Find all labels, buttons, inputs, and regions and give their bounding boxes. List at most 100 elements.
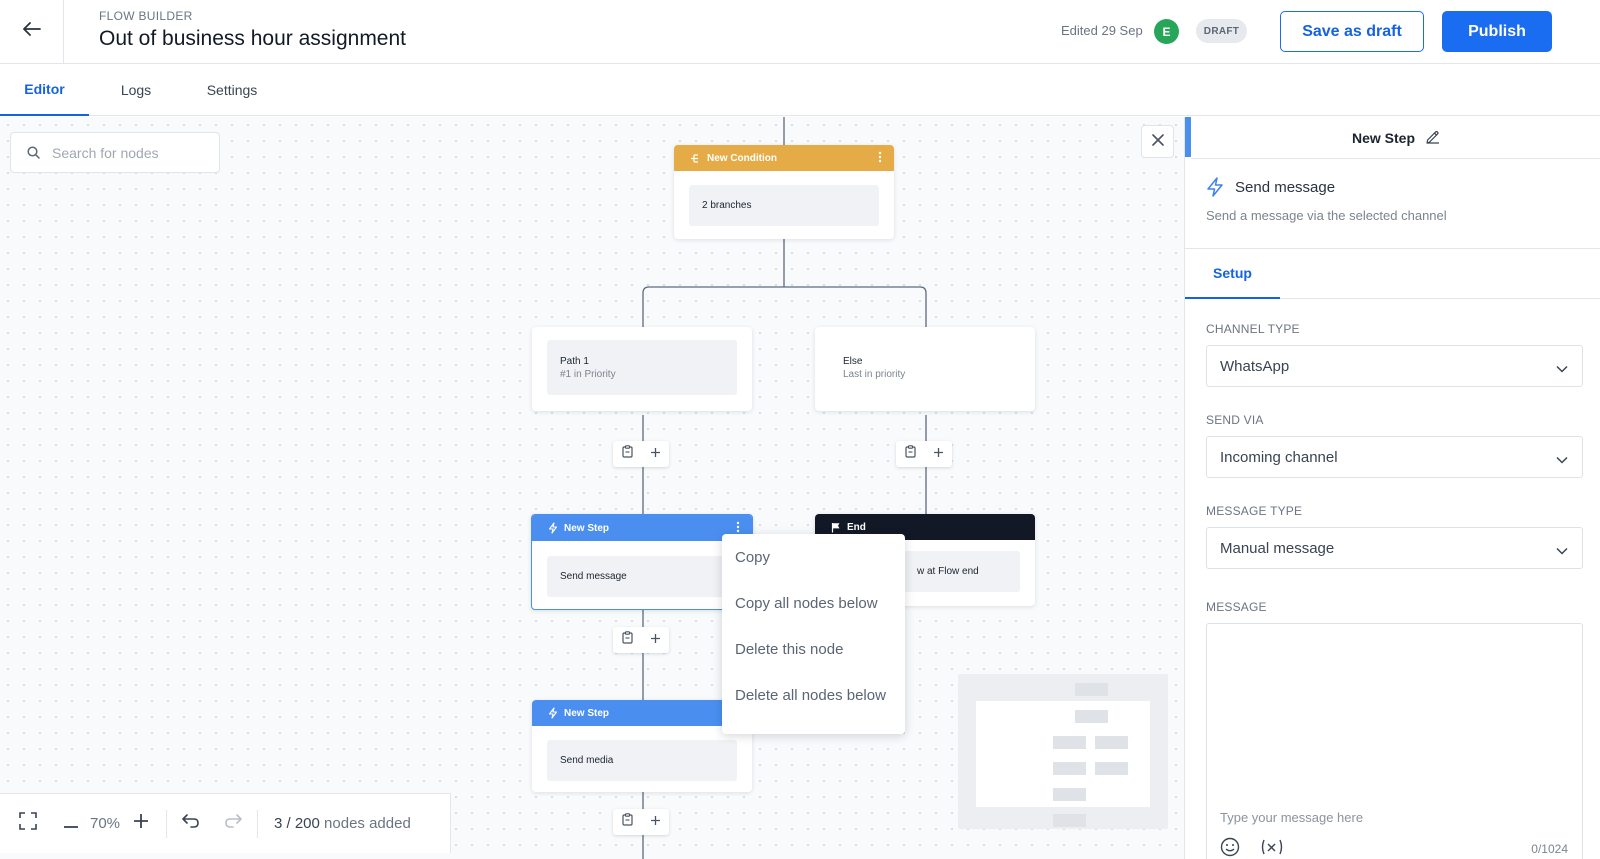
tab-editor[interactable]: Editor [0,64,89,116]
more-vertical-icon[interactable] [736,521,740,536]
minimap-node [1095,762,1128,775]
emoji-icon[interactable] [1220,837,1240,857]
branch-path-1-subtitle: #1 in Priority [560,368,616,380]
send-via-value: Incoming channel [1220,448,1338,466]
branch-else-body: Else Last in priority [830,340,1020,395]
search-input[interactable] [52,144,202,161]
branch-path-1[interactable]: Path 1 #1 in Priority [532,327,752,411]
delete-all-below-menu-item[interactable]: Delete all nodes below [735,686,886,704]
channel-type-value: WhatsApp [1220,357,1290,375]
tab-logs[interactable]: Logs [120,82,152,98]
message-label: MESSAGE [1206,600,1267,614]
page-title: Out of business hour assignment [99,27,407,50]
step-node-header: New Step [532,700,752,726]
step-node-text: Send message [560,571,627,582]
plus-icon [933,445,944,463]
action-title: Send message [1235,179,1336,196]
end-node-text: w at Flow end [917,566,979,577]
paste-node-button[interactable] [613,441,641,467]
variable-icon[interactable] [1260,839,1284,855]
add-node-button[interactable] [641,441,669,467]
clipboard-icon [621,631,633,649]
condition-node-body: 2 branches [689,185,879,226]
step-node-type: New Step [564,707,610,719]
character-counter: 0/1024 [1531,842,1568,856]
paste-node-button[interactable] [613,809,641,835]
copy-menu-item[interactable]: Copy [735,548,771,566]
lightning-icon [1206,177,1224,197]
channel-type-select[interactable]: WhatsApp [1206,345,1583,387]
condition-node-text: 2 branches [702,200,752,211]
plus-icon [134,814,148,833]
node-context-menu: Copy Copy all nodes below Delete this no… [722,534,905,734]
message-textarea[interactable]: Type your message here 0/1024 [1206,623,1583,859]
top-header: FLOW BUILDER Out of business hour assign… [0,0,1600,64]
panel-tabs: Setup [1185,249,1600,299]
minimap-node [1053,736,1086,749]
main-tabs: Editor Logs Settings [0,64,1600,116]
step-node-send-media[interactable]: New Step Send media [532,700,752,792]
plus-icon [650,445,661,463]
paste-node-button[interactable] [896,441,924,467]
node-search[interactable] [10,132,220,173]
message-type-select[interactable]: Manual message [1206,527,1583,569]
status-badge: DRAFT [1196,19,1247,43]
publish-button[interactable]: Publish [1442,11,1552,52]
edited-timestamp: Edited 29 Sep [1061,23,1143,38]
step-node-header: New Step [532,515,752,541]
tab-setup[interactable]: Setup [1185,249,1280,299]
flow-canvas[interactable]: New Condition 2 branches Path 1 #1 in Pr… [0,117,1184,859]
step-node-body: Send media [547,740,737,781]
panel-title: New Step [1351,129,1415,146]
toolbar-divider [257,809,258,838]
branch-else-title: Else [843,355,863,367]
minimap-node [1053,762,1086,775]
minimap[interactable] [958,674,1168,829]
send-via-select[interactable]: Incoming channel [1206,436,1583,478]
add-node-button[interactable] [641,627,669,653]
step-node-text: Send media [560,755,614,766]
branch-icon [690,153,701,164]
flag-icon [831,522,841,533]
zoom-in-button[interactable] [124,794,158,854]
message-type-value: Manual message [1220,539,1335,557]
send-via-label: SEND VIA [1206,413,1264,427]
add-node-button[interactable] [924,441,952,467]
step-node-send-message[interactable]: New Step Send message [531,514,753,610]
zoom-out-button[interactable] [56,794,86,854]
pencil-icon[interactable] [1425,130,1440,145]
undo-button[interactable] [167,794,215,854]
nodes-count-value: 3 / 200 [274,815,320,832]
lightning-icon [548,707,558,719]
add-node-controls [613,809,669,835]
back-button[interactable] [0,0,64,63]
close-icon [1151,133,1164,151]
minimap-node [1053,814,1086,827]
copy-all-below-menu-item[interactable]: Copy all nodes below [735,594,878,612]
avatar[interactable]: E [1154,19,1179,44]
branch-else[interactable]: Else Last in priority [815,327,1035,411]
fullscreen-icon [19,812,37,835]
add-node-controls [896,441,952,467]
tab-settings[interactable]: Settings [206,82,258,98]
add-node-button[interactable] [641,809,669,835]
end-node-type: End [847,521,866,533]
paste-node-button[interactable] [613,627,641,653]
clipboard-icon [904,445,916,463]
condition-node[interactable]: New Condition 2 branches [674,145,894,239]
branch-path-1-title: Path 1 [560,355,589,367]
more-vertical-icon[interactable] [878,151,882,166]
save-draft-button[interactable]: Save as draft [1280,11,1424,52]
redo-button[interactable] [215,794,251,854]
fit-view-button[interactable] [0,794,56,854]
close-panel-button[interactable] [1141,125,1174,158]
search-icon [27,146,40,159]
undo-icon [182,814,200,833]
zoom-toolbar: 70% 3 / 200 nodes added [0,793,451,853]
step-node-body: Send message [547,556,737,597]
minimap-node [1075,683,1108,696]
clipboard-icon [621,813,633,831]
plus-icon [650,813,661,831]
delete-node-menu-item[interactable]: Delete this node [735,640,844,658]
message-tools [1220,837,1284,857]
